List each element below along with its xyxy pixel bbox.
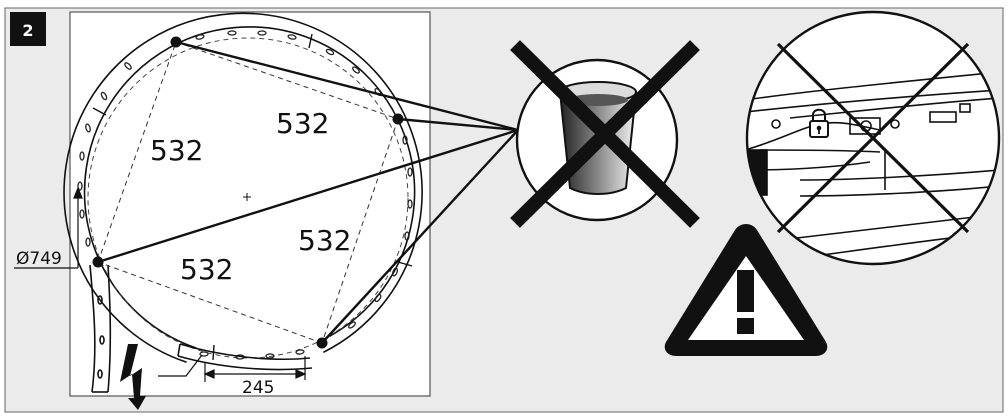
bottom-track-end <box>177 343 313 371</box>
step-badge <box>10 12 46 46</box>
span-label-left: 532 <box>150 134 203 167</box>
gap-dimension <box>158 354 307 382</box>
hoop-track <box>63 12 423 363</box>
leader-lines <box>96 40 520 345</box>
diameter-label: Ø749 <box>16 249 62 269</box>
loose-track-section <box>89 264 112 393</box>
span-label-top: 532 <box>276 107 329 140</box>
center-mark <box>243 193 251 201</box>
span-label-bottom: 532 <box>180 253 233 286</box>
crossed-cup-icon <box>510 40 700 228</box>
hoop-inner-rail <box>87 37 409 359</box>
gap-label: 245 <box>242 378 274 398</box>
warning-triangle-icon <box>664 224 828 356</box>
step-number: 2 <box>22 21 33 40</box>
span-label-right: 532 <box>298 224 351 257</box>
crossed-padlock-icon <box>745 10 1001 266</box>
lightning-bolt-icon <box>120 344 146 410</box>
chord-quadrilateral <box>97 41 399 344</box>
drawing-area <box>69 11 431 397</box>
track-slots <box>77 30 413 360</box>
diameter-indicator <box>14 186 83 269</box>
